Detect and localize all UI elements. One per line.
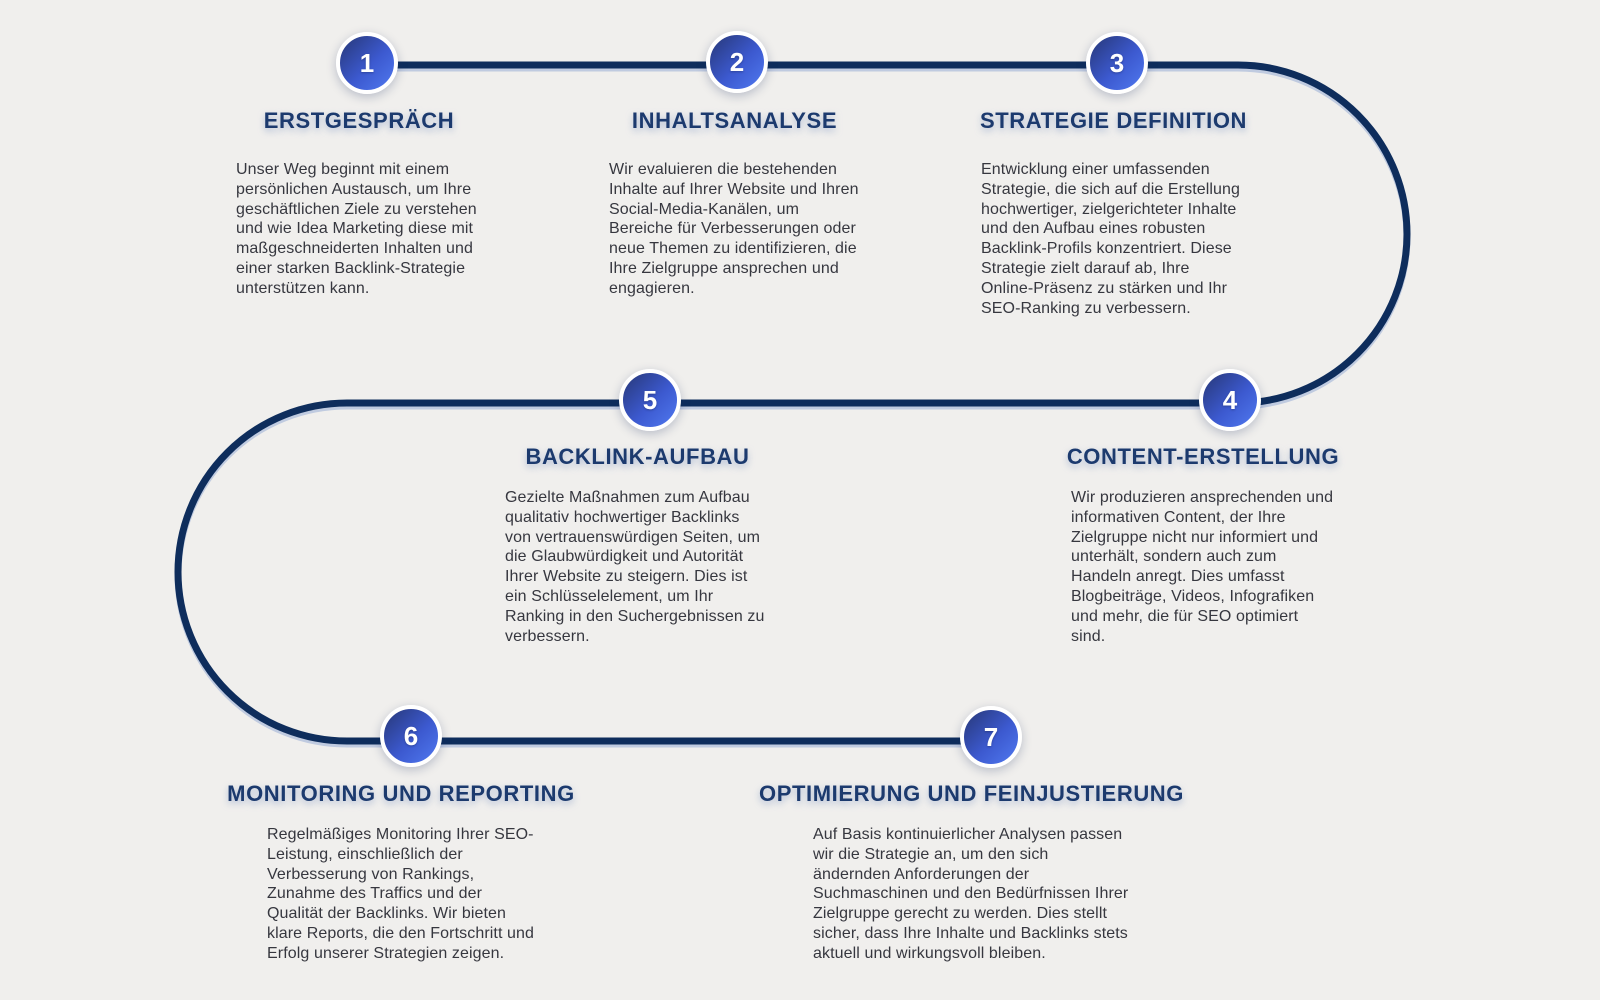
step-circle-1: 1 <box>336 32 398 94</box>
step-title-optimierung-feinjustierung: OPTIMIERUNG UND FEINJUSTIERUNG <box>758 781 1185 806</box>
step-body-optimierung-feinjustierung: Auf Basis kontinuierlicher Analysen pass… <box>813 826 1129 962</box>
step-circle-6: 6 <box>380 705 442 767</box>
step-block-optimierung-feinjustierung: OPTIMIERUNG UND FEINJUSTIERUNG Auf Basis… <box>759 781 1183 964</box>
step-block-backlink-aufbau: BACKLINK-AUFBAU Gezielte Maßnahmen zum A… <box>505 444 770 646</box>
step-title-strategie-definition: STRATEGIE DEFINITION <box>979 108 1248 133</box>
step-block-inhaltsanalyse: INHALTSANALYSE Wir evaluieren die besteh… <box>609 108 860 299</box>
step-block-content-erstellung: CONTENT-ERSTELLUNG Wir produzieren anspr… <box>1067 444 1339 646</box>
step-body-strategie-definition: Entwicklung einer umfassenden Strategie,… <box>981 161 1241 317</box>
step-number-6: 6 <box>403 721 419 751</box>
step-circle-3: 3 <box>1086 32 1148 94</box>
step-number-1: 1 <box>359 48 375 78</box>
step-title-backlink-aufbau: BACKLINK-AUFBAU <box>525 444 750 469</box>
step-circle-2: 2 <box>706 31 768 93</box>
step-number-2: 2 <box>729 47 745 77</box>
step-body-inhaltsanalyse: Wir evaluieren die bestehenden Inhalte a… <box>609 161 859 297</box>
step-number-5: 5 <box>642 385 658 415</box>
step-number-4: 4 <box>1222 385 1238 415</box>
step-circle-7: 7 <box>960 706 1022 768</box>
step-block-erstgespraech: ERSTGESPRÄCH Unser Weg beginnt mit einem… <box>236 108 482 299</box>
timeline-path <box>174 61 1411 745</box>
step-body-content-erstellung: Wir produzieren ansprechenden und inform… <box>1071 489 1334 645</box>
step-block-monitoring-reporting: MONITORING UND REPORTING Regelmäßiges Mo… <box>227 781 574 964</box>
step-circle-4: 4 <box>1199 369 1261 431</box>
step-body-monitoring-reporting: Regelmäßiges Monitoring Ihrer SEO-Leistu… <box>267 826 535 962</box>
step-title-monitoring-reporting: MONITORING UND REPORTING <box>227 781 575 806</box>
step-body-erstgespraech: Unser Weg beginnt mit einem persönlichen… <box>236 161 477 297</box>
step-title-content-erstellung: CONTENT-ERSTELLUNG <box>1066 444 1340 469</box>
step-title-erstgespraech: ERSTGESPRÄCH <box>263 108 455 133</box>
step-number-3: 3 <box>1109 48 1125 78</box>
step-title-inhaltsanalyse: INHALTSANALYSE <box>631 108 838 133</box>
step-circle-5: 5 <box>619 369 681 431</box>
step-number-7: 7 <box>983 722 999 752</box>
step-block-strategie-definition: STRATEGIE DEFINITION Entwicklung einer u… <box>979 108 1248 318</box>
step-body-backlink-aufbau: Gezielte Maßnahmen zum Aufbau qualitativ… <box>505 489 765 645</box>
